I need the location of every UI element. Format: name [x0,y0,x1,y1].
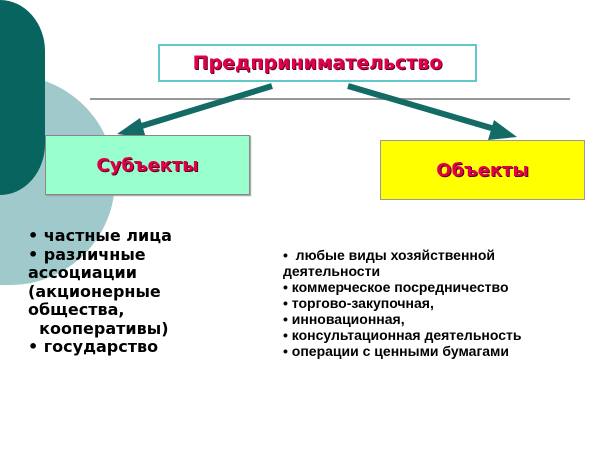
subjects-list: • частные лица • различные ассоциации (а… [28,226,248,357]
arrow-to-subjects [134,83,273,131]
list-item: • инновационная, [283,311,405,327]
objects-box: Объекты [380,140,585,200]
arrowhead-subjects [117,118,146,138]
objects-list: • любые виды хозяйственной деятельности … [283,247,593,359]
list-item: • консультационная деятельность [283,327,522,343]
arrowhead-objects [488,120,517,140]
list-item: кооперативы) [28,318,169,338]
list-item: деятельности [283,263,381,279]
title-text: Предпринимательство [192,52,443,74]
objects-label: Объекты [436,159,529,181]
arrow-to-objects [347,83,499,133]
list-item: • операции с ценными бумагами [283,343,510,359]
subjects-box: Субъекты [45,135,250,195]
list-item: • различные [28,244,146,264]
title-box: Предпринимательство [158,44,477,82]
list-item: • коммерческое посредничество [283,279,509,295]
list-item: ассоциации [28,263,137,282]
list-item: • торгово-закупочная, [283,295,434,311]
decor-circle-dark [0,0,45,195]
list-item: • государство [28,337,159,356]
list-item: • любые виды хозяйственной [283,247,496,263]
list-item: • частные лица [28,226,172,245]
list-item: (акционерные [28,281,161,301]
subjects-label: Субъекты [96,154,199,176]
list-item: общества, [28,300,125,319]
